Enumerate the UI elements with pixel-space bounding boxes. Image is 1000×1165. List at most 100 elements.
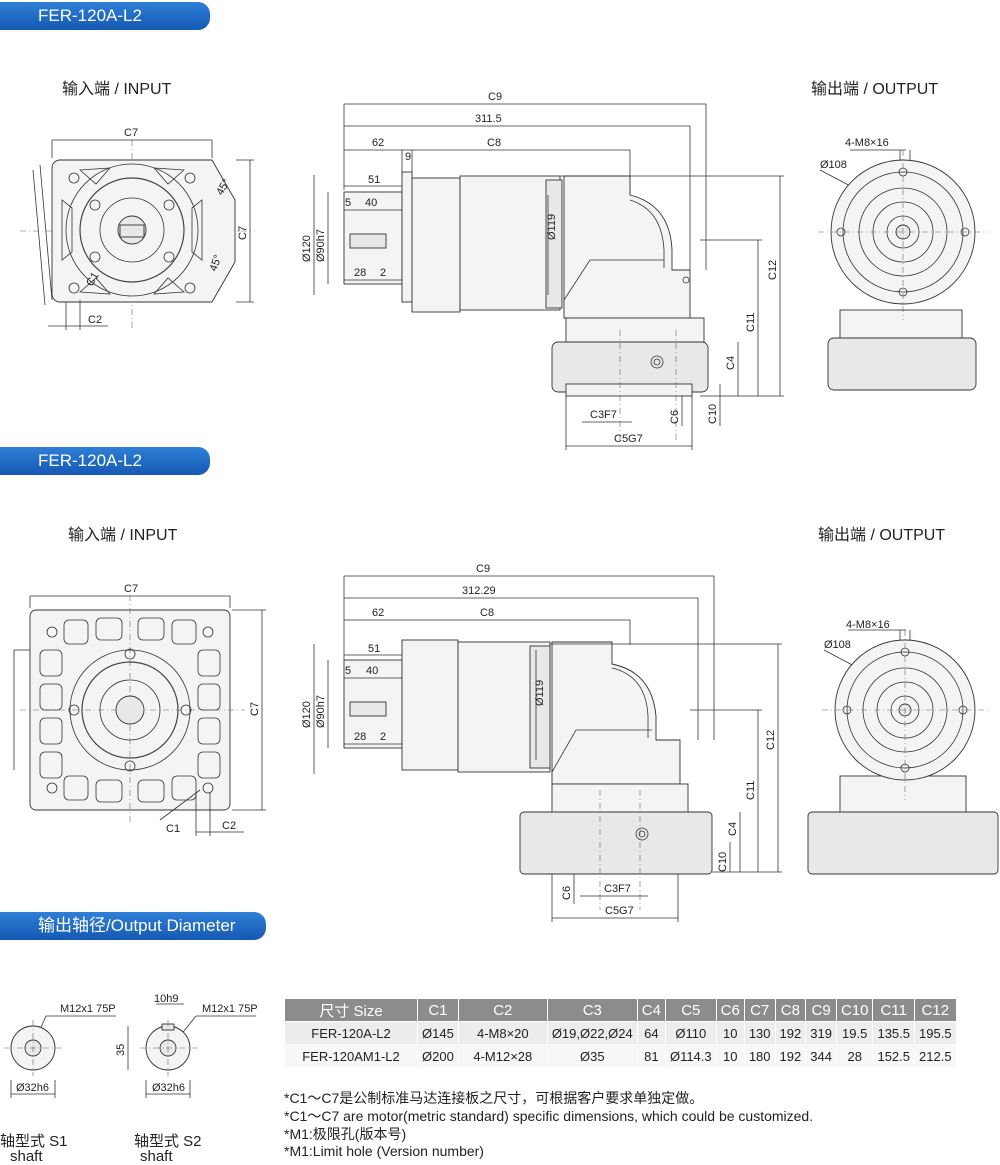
- dim-c8: C8: [487, 137, 501, 149]
- table-row: FER-120AM1-L2 Ø200 4-M12×28 Ø35 81 Ø114.…: [284, 1044, 957, 1068]
- header-c12: C12: [914, 998, 957, 1022]
- header-c10: C10: [835, 998, 874, 1022]
- dim-c12: C12: [767, 260, 779, 280]
- s1-dia: Ø32h6: [16, 1082, 49, 1094]
- side-view-1: C9 311.5 62 C8 9 51 5 40 28 2 Ø120 Ø90h7…: [301, 91, 784, 450]
- table-cell: FER-120AM1-L2: [284, 1044, 418, 1068]
- output-label: 输出端 / OUTPUT: [811, 81, 939, 98]
- output-label-2: 输出端 / OUTPUT: [818, 527, 946, 544]
- dim-5-2: 5: [345, 665, 351, 677]
- dim-d120-2: Ø120: [301, 701, 313, 728]
- note-cn-2: *M1:极限孔(版本号): [284, 1126, 407, 1142]
- table-cell: 81: [636, 1044, 666, 1068]
- dim-c11-2: C11: [745, 781, 757, 800]
- dim-51: 51: [368, 174, 380, 186]
- dim-c7-side-2: C7: [249, 702, 261, 716]
- dim-45-lower: 45°: [208, 253, 225, 273]
- table-cell: 319: [805, 1021, 837, 1045]
- dim-62-2: 62: [372, 607, 384, 619]
- dim-28: 28: [354, 267, 366, 279]
- dim-m8-2: 4-M8×16: [846, 619, 890, 631]
- table-cell: 28: [835, 1044, 874, 1068]
- table-cell: 195.5: [914, 1021, 957, 1045]
- dim-m8: 4-M8×16: [845, 137, 889, 149]
- header-c4: C4: [636, 998, 666, 1022]
- dim-d108: Ø108: [820, 159, 847, 171]
- dim-c7-side: C7: [237, 226, 249, 240]
- dim-312-2: 312.29: [462, 585, 496, 597]
- dim-28-2: 28: [354, 731, 366, 743]
- table-cell: 135.5: [872, 1021, 916, 1045]
- side-view-2: C9 312.29 62 C8 51 5 40 28 2 Ø120 Ø90h7 …: [301, 563, 782, 922]
- table-cell: 64: [636, 1021, 666, 1045]
- table-cell: 4-M8×20: [457, 1021, 548, 1045]
- input-flange-view-1: C7 C7 45° 45° C1 C2: [20, 127, 255, 330]
- dim-2-2: 2: [380, 731, 386, 743]
- dim-c3f7-2: C3F7: [604, 883, 631, 895]
- dim-c4-2: C4: [727, 822, 739, 836]
- s2-name-en: shaft: [140, 1148, 173, 1165]
- header-c7: C7: [743, 998, 776, 1022]
- header-c6: C6: [715, 998, 745, 1022]
- input-flange-view-2: C7 C7 C1 C2: [13, 583, 266, 836]
- section2-title-tag: FER-120A-L2: [0, 447, 210, 475]
- table-cell: Ø145: [417, 1021, 459, 1045]
- dim-c6-2: C6: [561, 886, 573, 900]
- dim-d90: Ø90h7: [315, 229, 327, 262]
- dim-c9-2: C9: [476, 563, 490, 575]
- dim-c4: C4: [725, 356, 737, 370]
- table-cell: 180: [743, 1044, 776, 1068]
- header-c5: C5: [664, 998, 717, 1022]
- section3-title-tag: 输出轴径/Output Diameter: [0, 912, 266, 940]
- table-cell: 10: [715, 1044, 745, 1068]
- table-cell: 130: [743, 1021, 776, 1045]
- header-c2: C2: [457, 998, 548, 1022]
- table-cell: 19.5: [835, 1021, 874, 1045]
- dim-c6: C6: [669, 410, 681, 424]
- dim-2: 2: [380, 267, 386, 279]
- input-label-2: 输入端 / INPUT: [68, 527, 178, 544]
- dim-c2-2: C2: [222, 820, 236, 832]
- spec-table: 尺寸 Size C1 C2 C3 C4 C5 C6 C7 C8 C9 C10 C…: [284, 998, 957, 1068]
- table-cell: 152.5: [872, 1044, 916, 1068]
- table-cell: Ø200: [417, 1044, 459, 1068]
- dim-c12-2: C12: [765, 730, 777, 750]
- s1-name-cn: 轴型式 S1: [0, 1133, 68, 1150]
- input-label: 输入端 / INPUT: [62, 81, 172, 98]
- dim-c5g7: C5G7: [614, 433, 643, 445]
- dim-9: 9: [405, 151, 411, 163]
- dim-51-2: 51: [368, 643, 380, 655]
- dim-c5g7-2: C5G7: [605, 905, 634, 917]
- s2-dia: Ø32h6: [152, 1082, 185, 1094]
- header-c11: C11: [872, 998, 916, 1022]
- output-flange-view-1: Ø108 4-M8×16: [818, 137, 988, 391]
- table-cell: 212.5: [914, 1044, 957, 1068]
- s2-height: 35: [115, 1044, 127, 1056]
- s2-thread: M12x1 75P: [202, 1003, 258, 1015]
- s1-name-en: shaft: [10, 1148, 43, 1165]
- dim-c7-top: C7: [124, 127, 138, 139]
- dim-c10-2: C10: [717, 852, 729, 872]
- dim-40-2: 40: [366, 665, 378, 677]
- dim-c8-2: C8: [480, 607, 494, 619]
- header-c3: C3: [546, 998, 638, 1022]
- dim-40: 40: [365, 197, 377, 209]
- dim-c9: C9: [488, 91, 502, 103]
- header-c8: C8: [774, 998, 807, 1022]
- table-cell: Ø19,Ø22,Ø24: [546, 1021, 638, 1045]
- table-cell: 192: [774, 1044, 807, 1068]
- s2-key: 10h9: [154, 993, 178, 1005]
- dim-d119: Ø119: [546, 214, 558, 240]
- note-en-2: *M1:Limit hole (Version number): [284, 1143, 484, 1159]
- table-cell: 344: [805, 1044, 837, 1068]
- dim-d120: Ø120: [301, 235, 313, 262]
- dim-c10: C10: [707, 404, 719, 424]
- dim-c3f7: C3F7: [590, 409, 617, 421]
- dim-311: 311.5: [475, 113, 502, 125]
- s1-thread: M12x1 75P: [60, 1003, 116, 1015]
- note-cn-1: *C1～C7是公制标准马达连接板之尺寸，可根据客户要求单独定做。: [284, 1090, 704, 1106]
- dim-d90-2: Ø90h7: [315, 695, 327, 728]
- table-cell: Ø114.3: [664, 1044, 717, 1068]
- dim-c7-top-2: C7: [124, 583, 138, 595]
- dim-d119-2: Ø119: [534, 680, 546, 706]
